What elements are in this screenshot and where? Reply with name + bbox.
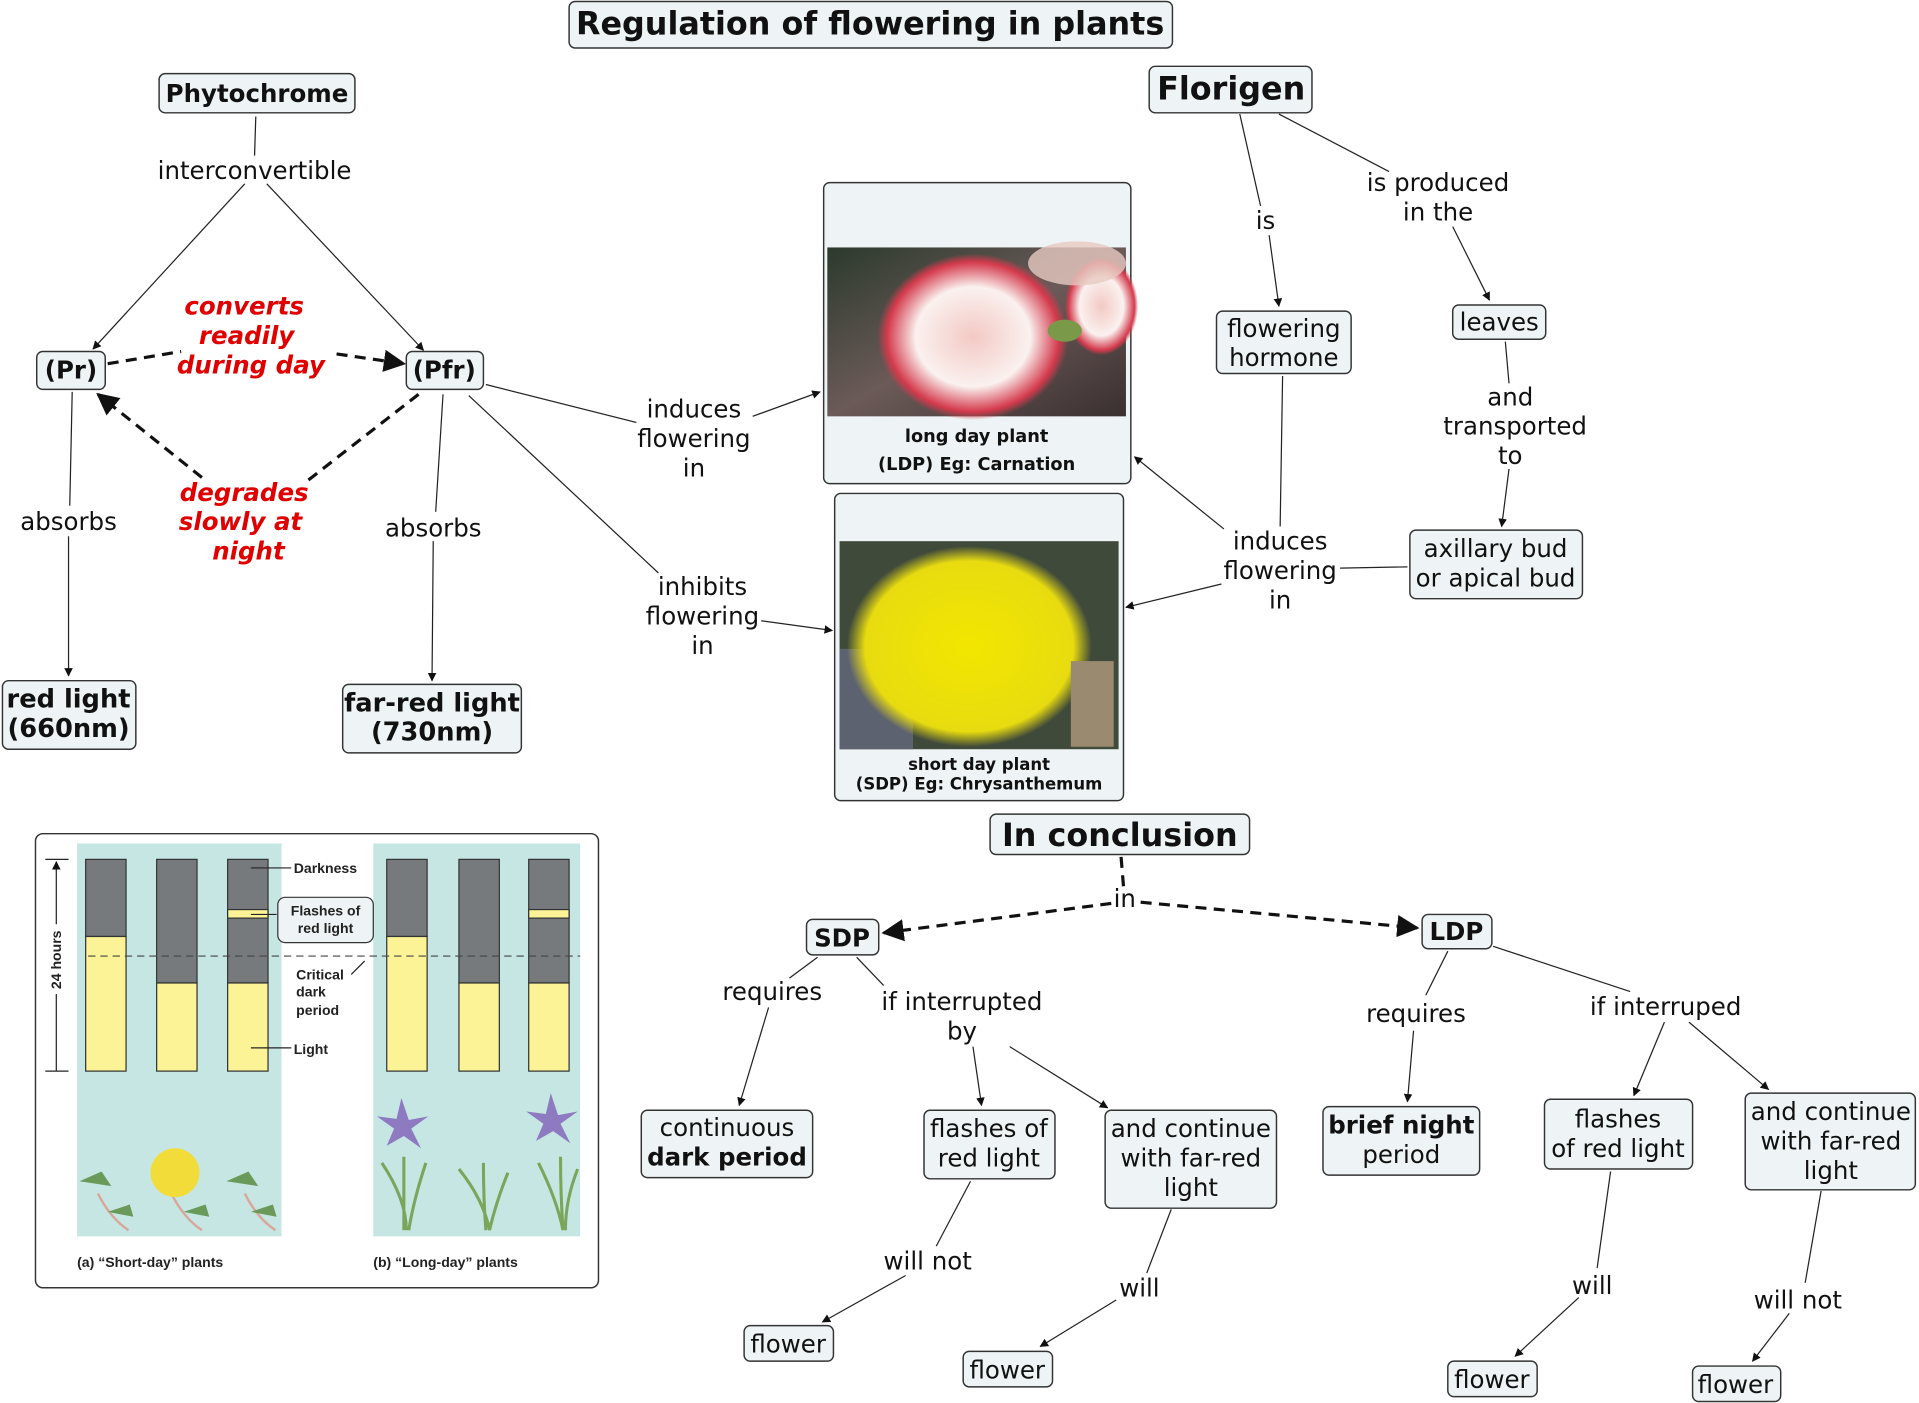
svg-text:flower: flower: [1454, 1365, 1530, 1394]
node-flower-1[interactable]: flower: [743, 1324, 835, 1362]
svg-text:LDP: LDP: [1429, 917, 1483, 946]
svg-text:far-red light(730nm): far-red light(730nm): [344, 688, 520, 747]
node-flower-4[interactable]: flower: [1691, 1365, 1782, 1403]
svg-text:red light(660nm): red light(660nm): [7, 685, 131, 744]
node-florigen[interactable]: Florigen: [1148, 65, 1313, 114]
link-absorbs-red: absorbs: [20, 507, 117, 536]
svg-text:flower: flower: [1698, 1370, 1774, 1399]
svg-text:Phytochrome: Phytochrome: [166, 79, 349, 108]
node-flower-2[interactable]: flower: [962, 1350, 1054, 1388]
link-if-interruped: if interruped: [1590, 992, 1741, 1021]
darkness-label: Darkness: [294, 860, 358, 876]
link-will-sdp: will: [1119, 1273, 1159, 1302]
link-degrades-slowly: degrades slowly at night: [179, 478, 317, 566]
node-pr[interactable]: (Pr): [35, 350, 106, 391]
link-interconvertible: interconvertible: [158, 156, 352, 185]
svg-text:flower: flower: [969, 1355, 1045, 1384]
svg-text:leaves: leaves: [1460, 308, 1539, 337]
map-title: Regulation of flowering in plants: [568, 0, 1174, 49]
light-label: Light: [294, 1041, 329, 1057]
svg-text:SDP: SDP: [814, 923, 870, 952]
link-requires-sdp: requires: [722, 977, 822, 1006]
link-requires-ldp: requires: [1366, 999, 1466, 1028]
node-sdp-card[interactable]: short day plant(SDP) Eg: Chrysanthemum: [833, 492, 1125, 802]
link-converts-readily: converts readily during day: [177, 292, 326, 380]
short-day-plants-illustration: [79, 1148, 277, 1232]
node-leaves[interactable]: leaves: [1451, 304, 1547, 340]
long-day-plants-illustration: [376, 1093, 580, 1231]
chrysanthemum-photo: [839, 541, 1119, 750]
link-will-ldp: will: [1572, 1271, 1612, 1300]
svg-text:(Pfr): (Pfr): [413, 355, 476, 384]
svg-text:Regulation of flowering in pla: Regulation of flowering in plants: [576, 5, 1164, 43]
svg-text:short day plant(SDP) Eg: Chrys: short day plant(SDP) Eg: Chrysanthemum: [856, 755, 1103, 794]
node-pfr[interactable]: (Pfr): [405, 350, 485, 391]
svg-text:flower: flower: [750, 1330, 826, 1359]
24-hour-axis: [45, 858, 69, 1072]
node-far-red-light[interactable]: far-red light(730nm): [341, 683, 523, 754]
node-red-light[interactable]: red light(660nm): [1, 679, 137, 750]
photoperiod-bars: [85, 858, 570, 1072]
svg-text:Florigen: Florigen: [1157, 69, 1305, 107]
svg-text:(Pr): (Pr): [45, 355, 97, 384]
link-will-not-sdp: will not: [884, 1246, 973, 1275]
link-will-not-ldp: will not: [1754, 1286, 1843, 1315]
link-in: in: [1114, 884, 1136, 913]
caption-long-day: (b) “Long-day” plants: [373, 1254, 518, 1270]
svg-text:In conclusion: In conclusion: [1002, 816, 1238, 854]
node-flower-3[interactable]: flower: [1447, 1360, 1538, 1398]
connectors: [64, 113, 1822, 1362]
node-ldp-card[interactable]: long day plant(LDP) Eg: Carnation: [822, 181, 1139, 485]
node-phytochrome[interactable]: Phytochrome: [158, 72, 356, 114]
link-is: is: [1256, 206, 1276, 235]
svg-text:long day plant(LDP) Eg: Carnat: long day plant(LDP) Eg: Carnation: [878, 427, 1075, 475]
node-sdp[interactable]: SDP: [805, 918, 880, 956]
link-absorbs-far-red: absorbs: [385, 513, 482, 542]
node-in-conclusion[interactable]: In conclusion: [989, 813, 1251, 856]
carnation-photo: [827, 241, 1139, 421]
hours-label: 24 hours: [48, 930, 64, 989]
caption-short-day: (a) “Short-day” plants: [77, 1254, 223, 1270]
node-ldp[interactable]: LDP: [1421, 913, 1493, 950]
